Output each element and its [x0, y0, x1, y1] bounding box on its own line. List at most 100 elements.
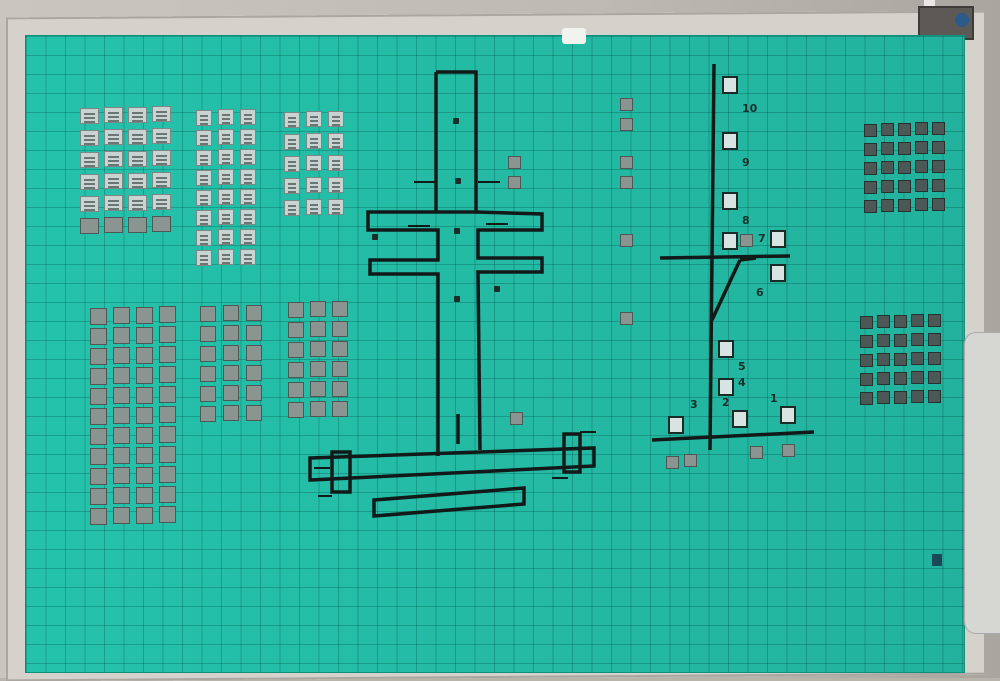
indicator-cell [159, 326, 176, 344]
indicator-cell [860, 354, 873, 367]
indicator-cell [288, 362, 304, 378]
indicator-cell [288, 382, 304, 398]
indicator-cell [218, 129, 234, 146]
breaker-symbol [722, 76, 738, 94]
lower-horizontal-bus [308, 446, 596, 482]
indicator-cell [306, 177, 322, 194]
breaker-symbol [722, 232, 738, 250]
indicator-cell [932, 159, 945, 173]
bay-number: 5 [738, 360, 746, 373]
breaker-symbol [780, 406, 796, 424]
bay-number: 3 [690, 398, 698, 411]
trunk-marker [454, 296, 460, 302]
indicator-cell [113, 407, 130, 425]
switchyard-cross-bus [659, 254, 791, 260]
indicator-cell [90, 508, 107, 525]
indicator-cell [200, 346, 216, 362]
indicator-cell [128, 150, 147, 167]
indicator-cell [113, 467, 130, 485]
indicator-cell [104, 217, 123, 234]
breaker-symbol [722, 132, 738, 150]
indicator-cell [200, 386, 216, 402]
indicator-cell [196, 170, 212, 186]
indicator-cell [332, 380, 348, 397]
indicator-cell [877, 372, 890, 386]
indicator-cell [246, 404, 262, 421]
indicator-cell [218, 189, 234, 206]
indicator-cell [218, 249, 234, 266]
indicator-cell [136, 306, 153, 324]
indicator-cell [328, 132, 344, 149]
indicator-cell [223, 405, 239, 422]
indicator-cell [310, 301, 326, 318]
indicator-cell [90, 348, 107, 365]
status-lamp [620, 118, 633, 131]
indicator-cell [136, 386, 153, 404]
indicator-cell [152, 216, 171, 233]
indicator-cell [284, 134, 300, 150]
indicator-cell [332, 320, 348, 337]
indicator-cell [159, 426, 176, 444]
indicator-cell [196, 130, 212, 146]
breaker-symbol [718, 340, 734, 358]
indicator-cell [898, 160, 911, 174]
indicator-cell [928, 389, 941, 403]
equipment-id-tag [918, 6, 974, 40]
indicator-cell [152, 172, 171, 189]
indicator-cell [898, 179, 911, 193]
indicator-cell [80, 108, 99, 124]
indicator-cell [113, 307, 130, 325]
mimic-panel [26, 36, 964, 672]
breaker-symbol [722, 192, 738, 210]
indicator-cell [113, 427, 130, 445]
indicator-cell [864, 200, 877, 213]
indicator-cell [860, 392, 873, 405]
indicator-cell [932, 197, 945, 211]
indicator-cell [240, 128, 256, 145]
indicator-cell [159, 366, 176, 384]
status-lamp [782, 444, 795, 457]
indicator-cell [894, 371, 907, 385]
indicator-cell [332, 400, 348, 417]
indicator-cell [240, 228, 256, 245]
indicator-cell [136, 406, 153, 424]
indicator-cell [200, 406, 216, 422]
indicator-cell [152, 106, 171, 123]
indicator-cell [128, 106, 147, 123]
junction-marker [454, 228, 460, 234]
indicator-cell [90, 448, 107, 465]
indicator-cell [288, 402, 304, 418]
indicator-cell [200, 326, 216, 342]
indicator-cell [104, 195, 123, 212]
status-lamp [620, 176, 633, 189]
indicator-cell [310, 341, 326, 358]
top-label [924, 0, 935, 7]
indicator-cell [928, 332, 941, 346]
indicator-cell [284, 178, 300, 194]
indicator-cell [915, 160, 928, 174]
indicator-cell [113, 327, 130, 345]
bay-number: 7 [758, 232, 766, 245]
indicator-cell [218, 149, 234, 166]
indicator-cell [898, 198, 911, 212]
status-lamp [666, 456, 679, 469]
indicator-cell [240, 168, 256, 185]
indicator-cell [246, 304, 262, 321]
indicator-cell [881, 199, 894, 213]
indicator-cell [911, 314, 924, 328]
indicator-cell [218, 109, 234, 126]
bay-number: 8 [742, 214, 750, 227]
indicator-cell [860, 316, 873, 329]
status-lamp [620, 156, 633, 169]
indicator-cell [196, 110, 212, 126]
panel-corner-marker [932, 554, 942, 566]
indicator-cell [877, 391, 890, 405]
lower-bus-left-breaker [330, 450, 352, 494]
indicator-cell [898, 122, 911, 136]
indicator-cell [113, 487, 130, 505]
indicator-cell [152, 128, 171, 145]
indicator-cell [218, 229, 234, 246]
indicator-cell [911, 352, 924, 366]
busbar-left-outline [366, 70, 478, 456]
